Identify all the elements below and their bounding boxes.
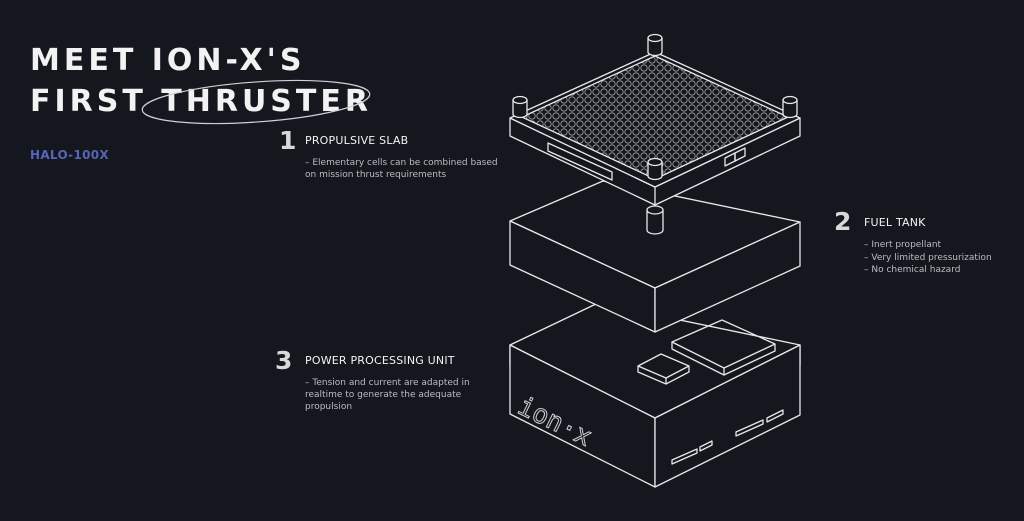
hero-title-line-2: FIRST THRUSTER	[30, 84, 372, 119]
feature-bullet: – Very limited pressurization	[864, 252, 992, 263]
connector-pin	[646, 205, 664, 235]
feature-fuel-tank: 2 FUEL TANK – Inert propellant – Very li…	[834, 207, 1014, 277]
feature-propulsive-slab: 1 PROPULSIVE SLAB – Elementary cells can…	[279, 126, 505, 181]
feature-title: FUEL TANK	[864, 216, 926, 229]
feature-number: 2	[834, 207, 852, 236]
hero-title-line-1: MEET ION-X'S	[30, 43, 306, 78]
feature-number: 1	[279, 126, 297, 155]
title-highlight-ellipse	[141, 79, 371, 125]
hero-title: MEET ION-X'S FIRST THRUSTER	[30, 40, 372, 122]
model-name: HALO-100X	[30, 148, 109, 162]
feature-title: POWER PROCESSING UNIT	[305, 354, 455, 367]
feature-number: 3	[275, 346, 293, 375]
power-processing-unit-illustration	[509, 302, 801, 488]
propulsive-slab-illustration	[509, 33, 801, 206]
feature-power-processing-unit: 3 POWER PROCESSING UNIT – Tension and cu…	[275, 346, 485, 413]
feature-bullet: – Inert propellant	[864, 240, 942, 250]
feature-description: – Tension and current are adapted in rea…	[305, 378, 470, 412]
feature-bullet: – No chemical hazard	[864, 265, 961, 275]
feature-title: PROPULSIVE SLAB	[305, 134, 409, 147]
feature-description: – Elementary cells can be combined based…	[305, 158, 498, 180]
feature-bullets: – Inert propellant – Very limited pressu…	[864, 239, 1014, 277]
